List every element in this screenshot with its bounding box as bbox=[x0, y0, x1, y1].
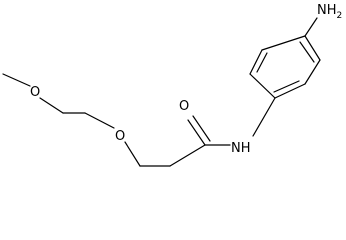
carbonyl-bond-b bbox=[192, 115, 211, 142]
ring-double-bond-1 bbox=[299, 41, 315, 63]
structure-diagram: NH2 NH O O O bbox=[2, 3, 342, 167]
ring-double-bond-2 bbox=[273, 80, 300, 93]
chain-bond-4 bbox=[84, 112, 115, 129]
ring-double-bond-3 bbox=[256, 52, 268, 73]
ring-bond-5 bbox=[249, 49, 263, 75]
ring-bond-4 bbox=[249, 73, 276, 99]
ring-bond-3 bbox=[274, 83, 306, 99]
chain-bond-1 bbox=[169, 144, 206, 167]
amide-nh-label: NH bbox=[231, 141, 251, 156]
ring-bond-1 bbox=[304, 35, 321, 61]
methoxy-oxygen-label: O bbox=[30, 85, 40, 100]
amine-label: NH2 bbox=[317, 3, 342, 21]
ring-bond-6 bbox=[261, 35, 306, 51]
carbonyl-oxygen-label: O bbox=[179, 99, 189, 114]
benzene-ring bbox=[249, 35, 321, 99]
chain-bond-6 bbox=[39, 97, 64, 114]
chain-bond-3 bbox=[124, 141, 141, 167]
ether-oxygen-label: O bbox=[115, 129, 125, 144]
ring-bond-2 bbox=[304, 59, 321, 85]
carbonyl-bond-a bbox=[187, 119, 206, 146]
ring-to-nh-bond bbox=[252, 97, 276, 137]
methyl-bond bbox=[2, 73, 31, 87]
amine-bond bbox=[304, 17, 318, 37]
